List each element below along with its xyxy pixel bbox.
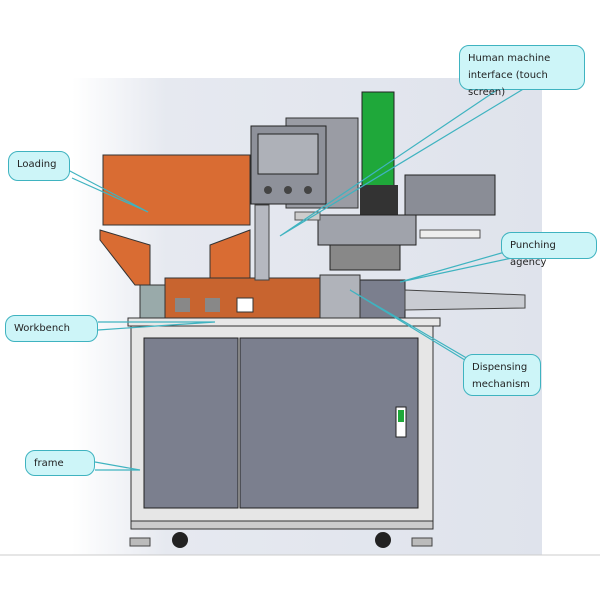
callout-loading: Loading [8, 151, 70, 181]
motor [404, 174, 496, 216]
dispensing-unit [319, 274, 361, 321]
touch-screen [250, 117, 359, 281]
leader-lines [67, 87, 526, 471]
callout-workbench: Workbench [5, 315, 98, 342]
punch-head [317, 214, 417, 246]
callout-dispensing: Dispensing mechanism [463, 354, 541, 396]
frame [129, 325, 434, 548]
green-reel [361, 91, 395, 193]
punching-unit [359, 279, 406, 323]
callout-punching-agency: Punching agency [501, 232, 597, 268]
feed-rail [404, 289, 526, 311]
callout-hmi: Human machine interface (touch screen) [459, 45, 585, 98]
loading-hopper [99, 154, 326, 321]
callout-frame: frame [25, 450, 95, 476]
